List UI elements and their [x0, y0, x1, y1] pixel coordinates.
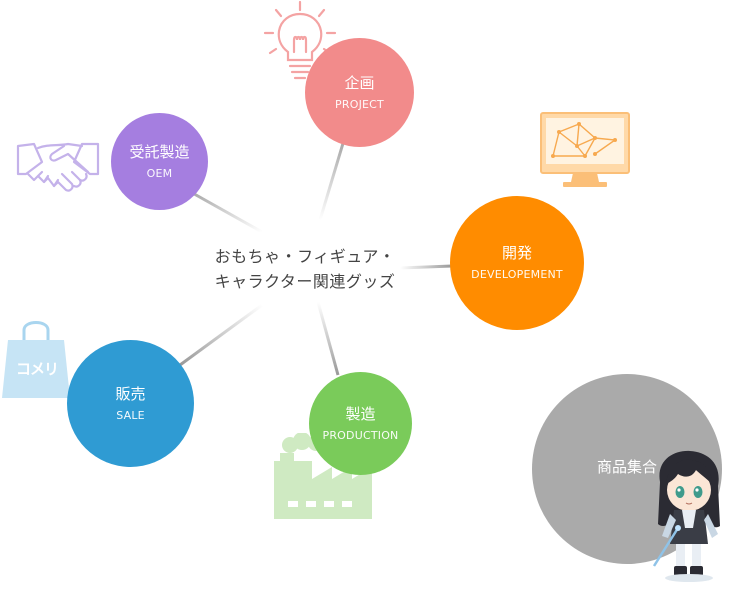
bag-logo: コメリ	[15, 360, 59, 378]
node-project[interactable]: 企画 PROJECT	[305, 38, 414, 147]
character-figure-image	[652, 450, 720, 582]
node-production-subtitle: PRODUCTION	[322, 428, 399, 442]
node-collection-title: 商品集合	[596, 458, 657, 476]
node-oem-subtitle: OEM	[146, 166, 173, 180]
line-production	[316, 301, 340, 376]
factory-icon	[274, 433, 372, 519]
center-topic-line2: キャラクター関連グッズ	[214, 272, 396, 291]
line-sale	[179, 303, 263, 367]
node-oem[interactable]: 受託製造 OEM	[111, 113, 208, 210]
shopping-bag-icon: コメリ	[0, 318, 72, 400]
line-project	[318, 129, 349, 221]
node-production-title: 製造	[345, 404, 376, 423]
monitor-icon	[540, 112, 630, 187]
node-sale[interactable]: 販売 SALE	[67, 340, 194, 467]
node-project-subtitle: PROJECT	[335, 97, 384, 111]
shopping-bag-shape	[2, 321, 70, 398]
handshake-icon	[16, 142, 100, 192]
node-development[interactable]: 開発 DEVELOPEMENT	[450, 196, 584, 330]
node-oem-title: 受託製造	[129, 142, 190, 161]
node-sale-subtitle: SALE	[116, 408, 145, 422]
node-development-title: 開発	[501, 244, 532, 262]
node-development-subtitle: DEVELOPEMENT	[471, 268, 563, 281]
center-topic-line1: おもちゃ・フィギュア・	[214, 247, 396, 266]
line-development	[399, 264, 453, 270]
node-sale-title: 販売	[115, 384, 146, 403]
center-topic: おもちゃ・フィギュア・ キャラクター関連グッズ	[190, 244, 420, 294]
node-project-title: 企画	[344, 73, 375, 92]
node-production[interactable]: 製造 PRODUCTION	[309, 372, 412, 475]
